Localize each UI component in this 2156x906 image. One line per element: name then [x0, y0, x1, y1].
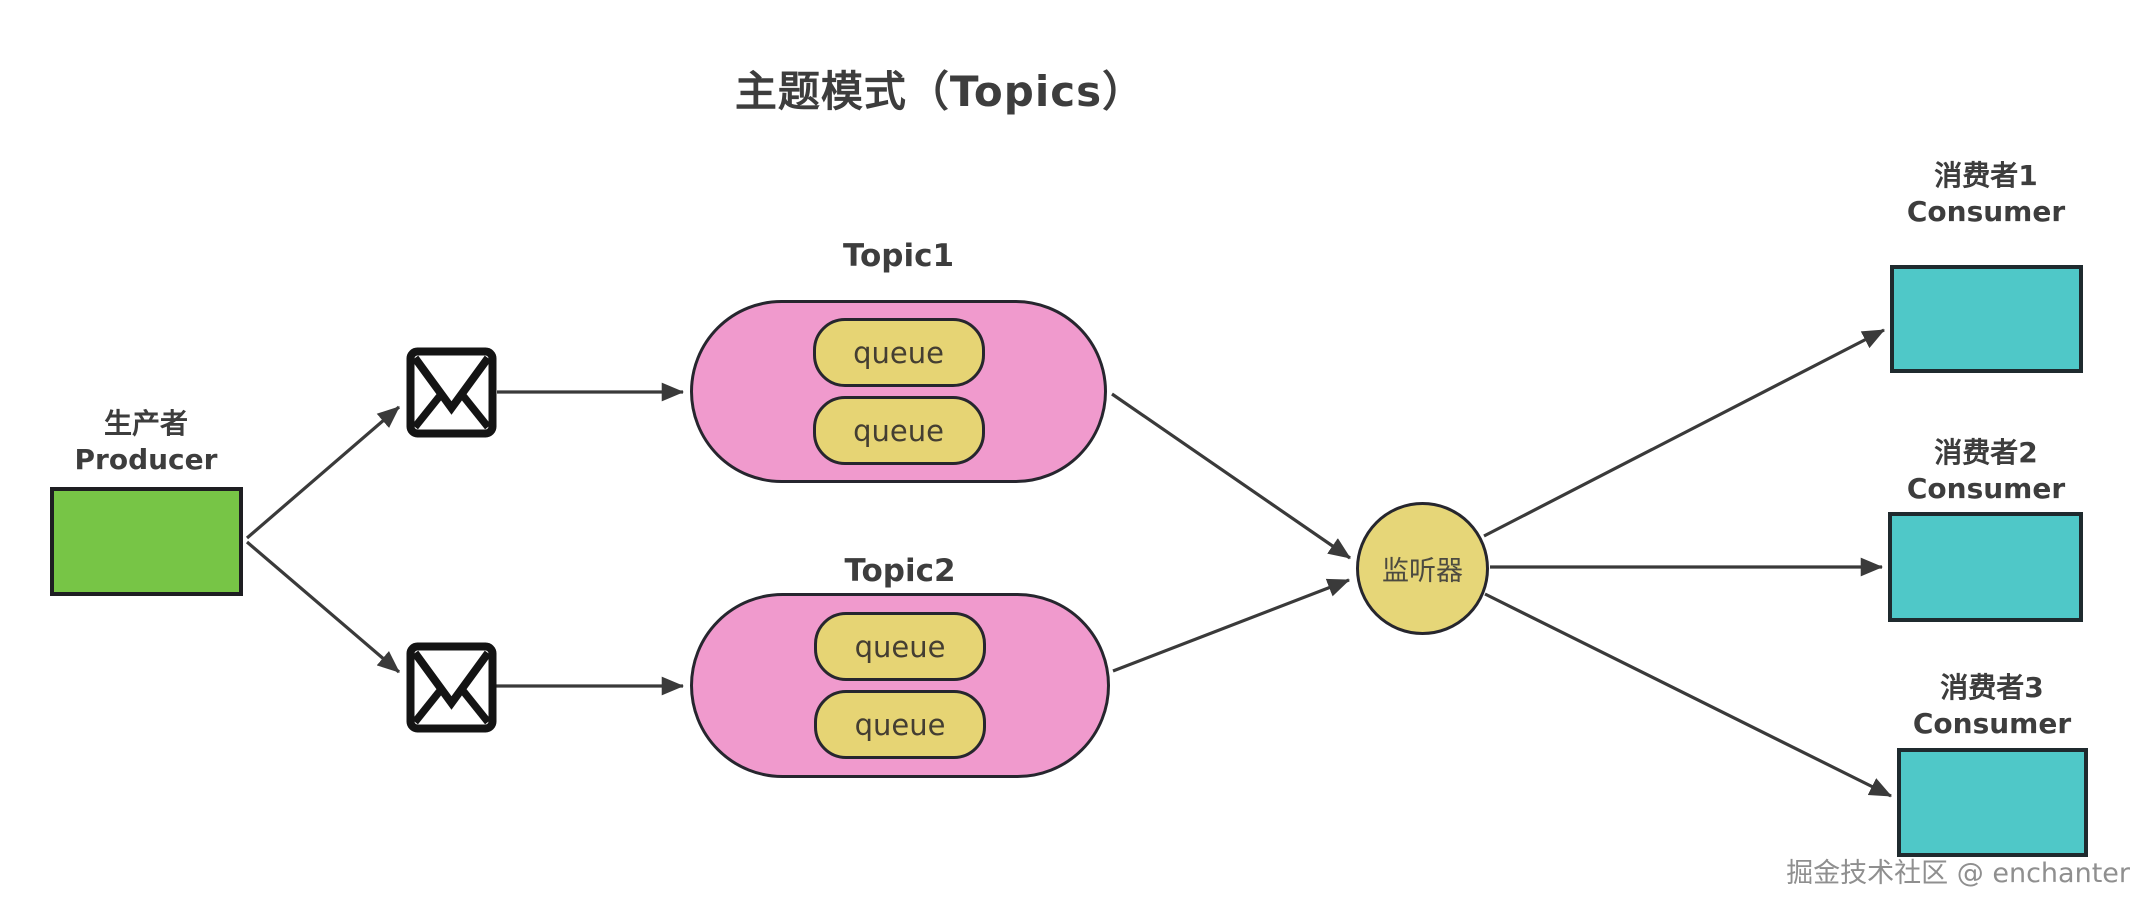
queue-pill: queue — [814, 690, 986, 759]
watermark-credit: 掘金技术社区 @ enchanter — [1786, 858, 2130, 889]
producer-label-zh: 生产者 — [103, 407, 188, 440]
producer-box — [50, 487, 243, 596]
arrow-producer-to-envelope1 — [245, 405, 401, 540]
queue-pill: queue — [814, 612, 986, 681]
consumer1-label-en: Consumer — [1906, 195, 2066, 228]
consumer3-label-en: Consumer — [1912, 707, 2072, 740]
arrow-topic1-to-listener — [1111, 392, 1351, 560]
topic1-label: Topic1 — [842, 238, 955, 274]
producer-label-en: Producer — [74, 443, 218, 476]
producer-label: 生产者 Producer — [46, 406, 246, 478]
topic2-container: queue queue — [690, 593, 1110, 778]
diagram-title: 主题模式（Topics） — [734, 67, 1146, 116]
consumer3-label: 消费者3 Consumer — [1872, 670, 2112, 742]
listener-circle: 监听器 — [1356, 502, 1489, 635]
message-envelope-icon — [406, 642, 497, 733]
consumer1-label-zh: 消费者1 — [1934, 159, 2038, 192]
consumer3-box — [1897, 748, 2088, 857]
arrow-listener-to-consumer1 — [1483, 328, 1885, 538]
consumer1-label: 消费者1 Consumer — [1866, 158, 2106, 230]
consumer2-box — [1888, 512, 2083, 622]
consumer3-label-zh: 消费者3 — [1940, 671, 2044, 704]
arrow-producer-to-envelope2 — [245, 540, 401, 674]
arrow-topic2-to-listener — [1112, 578, 1351, 673]
topic2-label: Topic2 — [844, 553, 956, 589]
message-envelope-icon — [406, 347, 497, 438]
arrow-listener-to-consumer3 — [1484, 592, 1893, 798]
consumer2-label-zh: 消费者2 — [1934, 436, 2038, 469]
topic1-container: queue queue — [690, 300, 1107, 483]
consumer1-box — [1890, 265, 2083, 373]
consumer2-label-en: Consumer — [1906, 472, 2066, 505]
consumer2-label: 消费者2 Consumer — [1866, 435, 2106, 507]
queue-pill: queue — [812, 396, 985, 465]
queue-pill: queue — [812, 318, 985, 387]
